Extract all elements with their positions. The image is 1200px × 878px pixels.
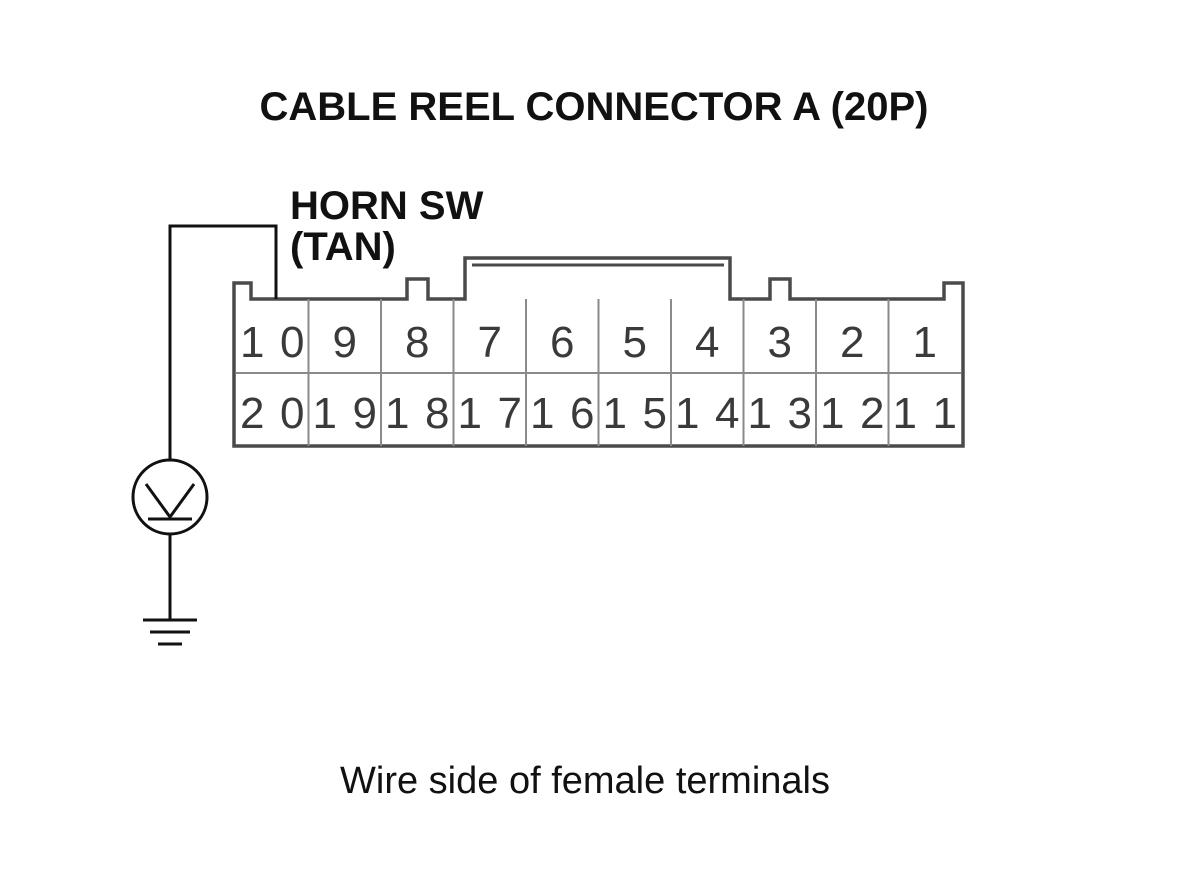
terminal-3: 3 <box>768 318 792 367</box>
terminal-8: 8 <box>405 318 429 367</box>
diagram-caption: Wire side of female terminals <box>340 760 830 802</box>
probe-wire <box>168 224 278 460</box>
voltmeter-icon <box>131 458 209 536</box>
ground-symbol-icon <box>143 618 197 646</box>
terminal-2: 2 <box>840 318 864 367</box>
terminal-7: 7 <box>478 318 502 367</box>
probe-label-line2: (TAN) <box>290 225 396 269</box>
diagram-title: CABLE REEL CONNECTOR A (20P) <box>260 85 929 129</box>
terminal-1: 1 <box>913 318 937 367</box>
terminal-6: 6 <box>550 318 574 367</box>
terminal-9: 9 <box>333 318 357 367</box>
probe-label-line1: HORN SW <box>290 184 484 228</box>
terminal-grid <box>236 299 961 446</box>
terminal-4: 4 <box>695 318 719 367</box>
terminal-5: 5 <box>623 318 647 367</box>
